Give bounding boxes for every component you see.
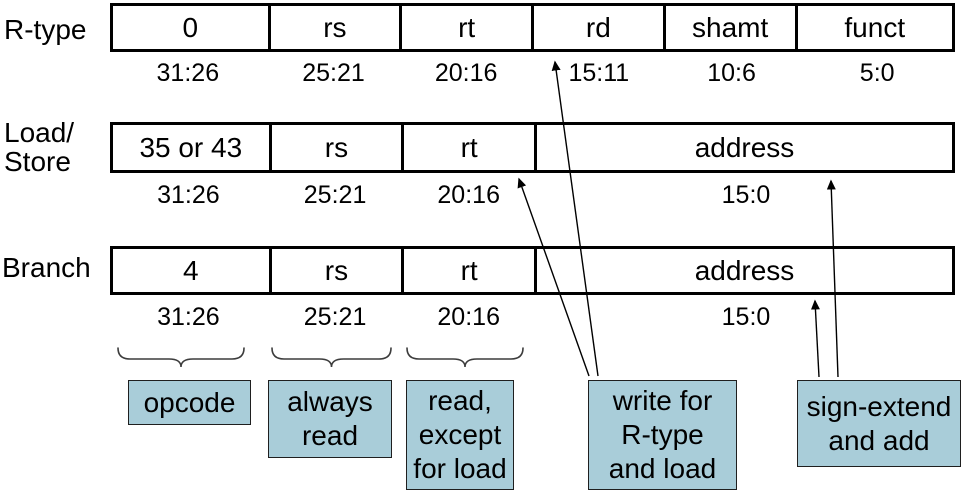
annotation-write-for-rtype-and-load: write for R-type and load <box>588 380 737 490</box>
bit-range-label: 20:16 <box>437 181 500 209</box>
annotation-line: write for <box>612 385 713 416</box>
annotation-line: sign-extend <box>806 390 952 422</box>
bit-range-label: 25:21 <box>303 303 367 331</box>
bit-range-label: 25:21 <box>303 181 367 209</box>
annotation-line: opcode <box>143 386 236 418</box>
bit-range-label: 31:26 <box>156 59 220 87</box>
annotation-line: read <box>301 420 359 451</box>
row-label-line: Store <box>4 146 71 177</box>
annotation-line: R-type <box>621 419 704 450</box>
branch-field-address: address <box>694 254 795 286</box>
row-label-load-store: Load/ Store <box>4 118 74 176</box>
bit-range-label: 25:21 <box>302 59 365 87</box>
annotation-line: and add <box>828 424 930 456</box>
bit-range-label: 31:26 <box>157 181 220 209</box>
loadstore-field-rs: rs <box>272 125 405 170</box>
loadstore-row-box: 35 or 43 rs rt address <box>110 122 955 173</box>
rtype-field-rt: rt <box>402 6 534 49</box>
row-label-line: Load/ <box>4 117 75 148</box>
branch-field-rs: rs <box>272 249 405 292</box>
loadstore-field-opcode: 35 or 43 <box>113 125 272 170</box>
row-label-rtype: R-type <box>4 15 86 44</box>
annotation-sign-extend-and-add: sign-extend and add <box>797 380 961 467</box>
loadstore-field-rt: rt <box>404 125 537 170</box>
annotation-read-except-for-load: read, except for load <box>406 380 514 490</box>
bit-range-label: 5:0 <box>859 59 895 87</box>
rtype-row-box: 0 rs rt rd shamt funct <box>110 3 955 52</box>
bit-range-label: 31:26 <box>157 303 220 331</box>
underbrace-opcode-column <box>117 347 245 368</box>
branch-bit-ranges: 31:26 25:21 20:16 15:0 <box>110 303 955 332</box>
rtype-field-rd: rd <box>534 6 666 49</box>
loadstore-field-address: address <box>694 131 795 163</box>
underbrace-rt-column <box>406 347 524 368</box>
annotation-line: always <box>287 386 373 417</box>
annotation-line: read, <box>428 385 492 416</box>
bit-range-label: 10:6 <box>707 59 756 87</box>
rtype-field-funct: funct <box>844 11 906 43</box>
annotation-opcode: opcode <box>128 380 251 425</box>
bit-range-label: 15:0 <box>721 303 771 331</box>
branch-row-box: 4 rs rt address <box>110 246 955 295</box>
rtype-field-rs: rs <box>271 6 403 49</box>
branch-field-opcode: 4 <box>113 249 272 292</box>
row-label-branch: Branch <box>2 253 91 282</box>
branch-field-rt: rt <box>404 249 537 292</box>
bit-range-label: 15:11 <box>568 59 630 87</box>
rtype-field-shamt: shamt <box>666 6 798 49</box>
loadstore-bit-ranges: 31:26 25:21 20:16 15:0 <box>110 181 955 210</box>
annotation-line: except <box>418 419 502 450</box>
underbrace-rs-column <box>271 347 392 368</box>
bit-range-label: 20:16 <box>437 303 500 331</box>
annotation-line: and load <box>608 453 717 484</box>
row-label-line: R-type <box>4 14 87 45</box>
rtype-field-opcode: 0 <box>113 6 271 49</box>
annotation-always-read: always read <box>268 380 392 458</box>
row-label-line: Branch <box>2 252 91 283</box>
bit-range-label: 20:16 <box>434 59 498 87</box>
rtype-bit-ranges: 31:26 25:21 20:16 15:11 10:6 5:0 <box>110 59 955 88</box>
annotation-line: for load <box>413 453 507 484</box>
bit-range-label: 15:0 <box>721 181 771 209</box>
